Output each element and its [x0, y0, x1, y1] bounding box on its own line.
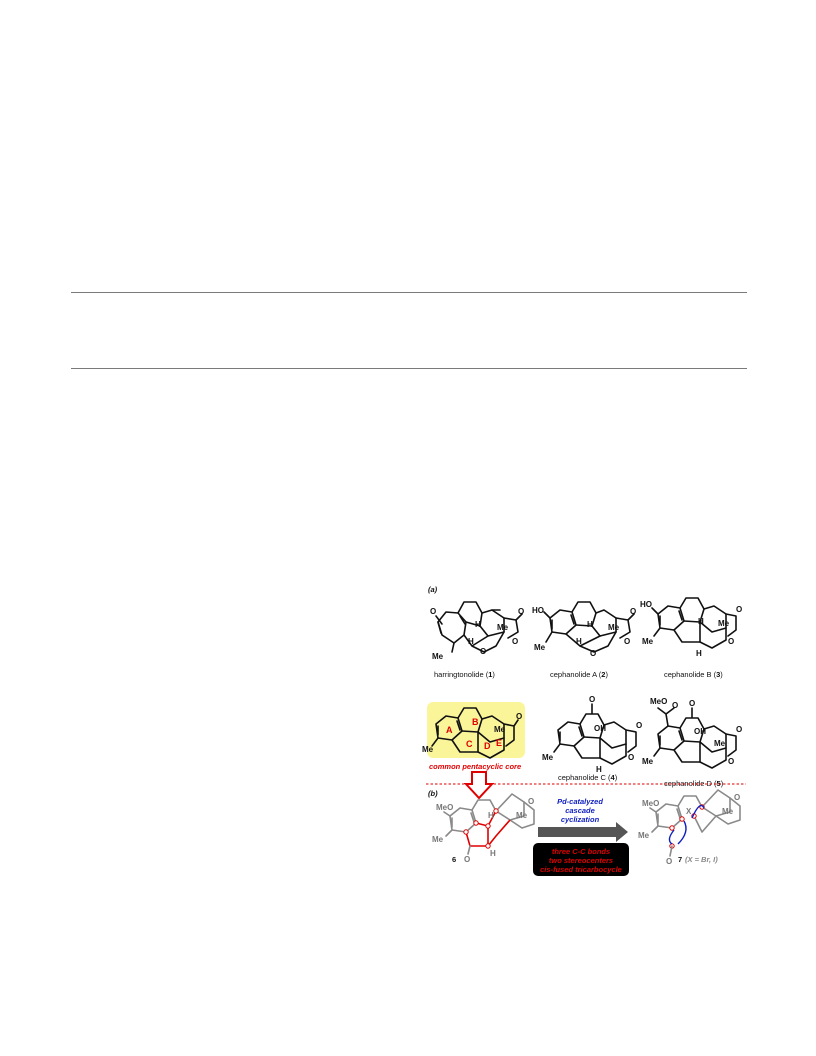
atom-label: Me [494, 725, 506, 734]
bottom-rule [71, 368, 747, 369]
atom-label: Me [608, 623, 620, 632]
chemical-figure: (a) (b) O O O O Me Me H H harringtonolid… [420, 580, 750, 880]
atom-label: H [587, 620, 593, 629]
cascade-arrow [538, 822, 628, 842]
atom-label: O [728, 637, 734, 646]
compound-caption: cephanolide C (4) [558, 773, 618, 782]
atom-label: O [480, 647, 486, 656]
atom-label: O [518, 607, 524, 616]
retro-arrow [463, 771, 495, 800]
atom-label: O [636, 721, 642, 730]
structure-compound-6: MeO Me O O Me H H [432, 793, 535, 864]
structure-compound-7: MeO Me X O O Me [638, 789, 741, 866]
panel-a-label: (a) [428, 585, 438, 594]
panel-b-label: (b) [428, 789, 438, 798]
atom-label: X [686, 807, 692, 816]
atom-label: Me [642, 637, 654, 646]
cascade-title-line: cascade [565, 806, 595, 815]
atom-label: Me [422, 745, 434, 754]
compound-caption: cephanolide B (3) [664, 670, 723, 679]
ring-label-c: C [466, 739, 473, 749]
atom-label: MeO [642, 799, 659, 808]
atom-label: H [596, 765, 602, 774]
compound-7-note: (X = Br, I) [685, 855, 718, 864]
atom-label: O [589, 695, 595, 704]
compound-caption: cephanolide D (5) [664, 779, 724, 788]
atom-label: Me [714, 739, 726, 748]
atom-label: Me [497, 623, 509, 632]
atom-label: OH [694, 727, 706, 736]
ring-label-e: E [496, 738, 502, 748]
atom-label: O [672, 701, 678, 710]
figure-svg: (a) (b) O O O O Me Me H H harringtonolid… [422, 585, 746, 876]
cascade-title-line: Pd-catalyzed [557, 797, 603, 806]
atom-label: Me [534, 643, 546, 652]
atom-label: H [696, 649, 702, 658]
atom-label: O [630, 607, 636, 616]
structure-cephanolide-a: HO O O O Me Me H H [532, 601, 636, 658]
compound-6-number: 6 [452, 855, 456, 864]
atom-label: Me [432, 652, 444, 661]
atom-label: O [516, 712, 522, 721]
structure-cephanolide-c: O OH O O Me H [542, 695, 642, 774]
atom-label: H [488, 811, 494, 820]
ring-label-b: B [472, 717, 479, 727]
cascade-title-line: cyclization [561, 815, 600, 824]
atom-label: OH [594, 724, 606, 733]
atom-label: O [464, 855, 470, 864]
core-caption: common pentacyclic core [429, 762, 521, 771]
atom-label: Me [638, 831, 650, 840]
atom-label: HO [640, 600, 652, 609]
atom-label: H [475, 620, 481, 629]
cascade-box [533, 843, 629, 876]
atom-label: O [512, 637, 518, 646]
ring-label-a: A [446, 725, 453, 735]
cascade-box-line: cis-fused tricarbocycle [540, 865, 622, 874]
atom-label: Me [722, 807, 734, 816]
structure-harringtonolide: O O O O Me Me H H [430, 601, 524, 661]
atom-label: O [590, 649, 596, 658]
atom-label: O [734, 793, 740, 802]
atom-label: O [689, 699, 695, 708]
structure-pentacyclic-core: A B C D E O Me Me [422, 707, 522, 759]
atom-label: H [490, 849, 496, 858]
atom-label: Me [516, 811, 528, 820]
compound-7-number: 7 [678, 855, 682, 864]
compound-caption: harringtonolide (1) [434, 670, 495, 679]
top-rule [71, 292, 747, 293]
atom-label: Me [432, 835, 444, 844]
cascade-annotation: Pd-catalyzed cascade cyclization three C… [533, 797, 629, 876]
atom-label: O [430, 607, 436, 616]
atom-label: Me [718, 619, 730, 628]
atom-label: O [728, 757, 734, 766]
cascade-box-line: three C-C bonds [552, 847, 610, 856]
atom-label: Me [642, 757, 654, 766]
atom-label: O [736, 725, 742, 734]
structure-cephanolide-d: MeO O O OH O O Me Me [642, 697, 742, 769]
core-highlight [427, 702, 525, 758]
atom-label: H [698, 617, 704, 626]
atom-label: O [666, 857, 672, 866]
atom-label: H [576, 637, 582, 646]
atom-label: O [736, 605, 742, 614]
atom-label: O [528, 797, 534, 806]
ring-label-d: D [484, 741, 491, 751]
atom-label: H [468, 637, 474, 646]
atom-label: HO [532, 606, 544, 615]
atom-label: O [624, 637, 630, 646]
cascade-box-line: two stereocenters [549, 856, 613, 865]
compound-caption: cephanolide A (2) [550, 670, 608, 679]
atom-label: MeO [650, 697, 667, 706]
structure-cephanolide-b: HO O O Me Me H H [640, 597, 742, 658]
atom-label: Me [542, 753, 554, 762]
atom-label: O [628, 753, 634, 762]
atom-label: MeO [436, 803, 453, 812]
